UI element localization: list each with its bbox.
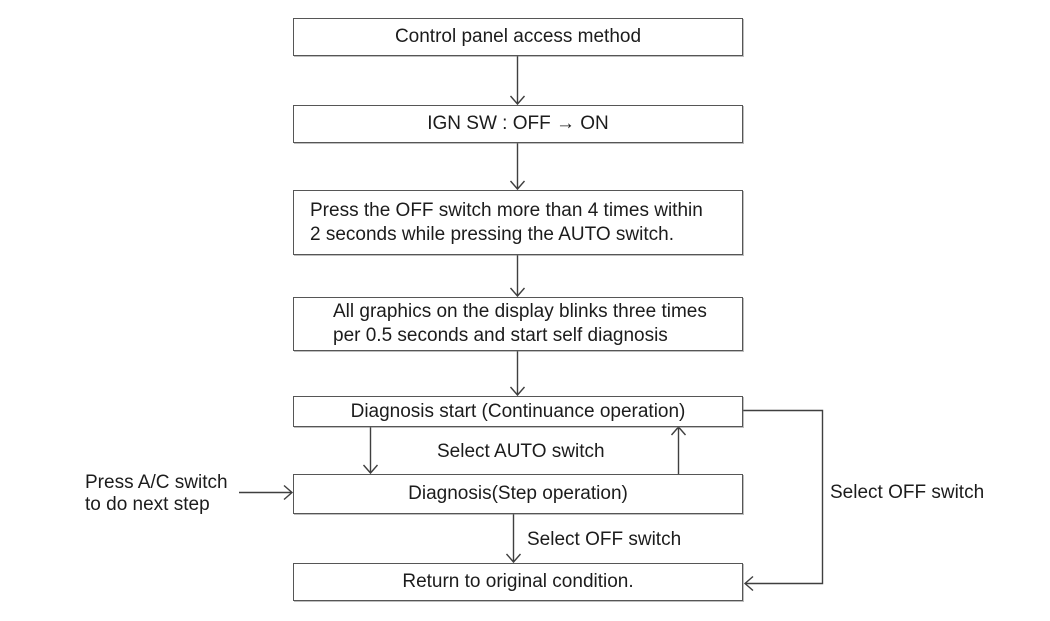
arrow-press-ac-n6: [239, 484, 294, 501]
arrow-n3-n4: [509, 255, 526, 298]
flow-node-return-original-condition: Return to original condition.: [293, 563, 743, 601]
edge-label-select-auto-switch: Select AUTO switch: [437, 441, 605, 462]
arrow-n1-n2: [509, 56, 526, 106]
flow-node-label-line1: All graphics on the display blinks three…: [333, 301, 707, 322]
flow-node-label-line2: per 0.5 seconds and start self diagnosis: [333, 325, 668, 346]
flow-node-diagnosis-step: Diagnosis(Step operation): [293, 474, 743, 514]
flow-node-diagnosis-start: Diagnosis start (Continuance operation): [293, 396, 743, 427]
arrow-n5-n6: [362, 427, 379, 475]
flow-node-label: Control panel access method: [394, 26, 642, 47]
arrow-n6-n5: [670, 425, 687, 474]
flow-node-label: Return to original condition.: [402, 571, 634, 592]
edge-label-press-ac-line1: Press A/C switch: [85, 472, 228, 493]
flow-node-press-off-switch: Press the OFF switch more than 4 times w…: [293, 190, 743, 255]
flow-node-ign-sw-off-on: IGN SW : OFF → ON: [293, 105, 743, 143]
flow-node-label: Diagnosis start (Continuance operation): [350, 400, 686, 422]
edge-label-select-off-switch-step: Select OFF switch: [527, 529, 682, 550]
arrow-n6-n7: [505, 514, 522, 564]
flow-node-control-panel-access-method: Control panel access method: [293, 18, 743, 56]
edge-label-press-ac-line2: to do next step: [85, 494, 210, 515]
flow-node-label-line2: 2 seconds while pressing the AUTO switch…: [310, 223, 674, 245]
flow-node-label-line1: Press the OFF switch more than 4 times w…: [310, 199, 703, 221]
flow-node-label: Diagnosis(Step operation): [408, 483, 628, 504]
edge-label-select-off-switch-loop: Select OFF switch: [830, 482, 985, 503]
flow-node-graphics-blink: All graphics on the display blinks three…: [293, 297, 743, 351]
arrow-n4-n5: [509, 351, 526, 397]
edge-label-press-ac-switch: Press A/C switch to do next step: [85, 472, 228, 516]
arrow-n5-n7-loop: [743, 409, 824, 592]
flow-node-label: IGN SW : OFF → ON: [427, 113, 609, 134]
arrow-n2-n3: [509, 143, 526, 191]
